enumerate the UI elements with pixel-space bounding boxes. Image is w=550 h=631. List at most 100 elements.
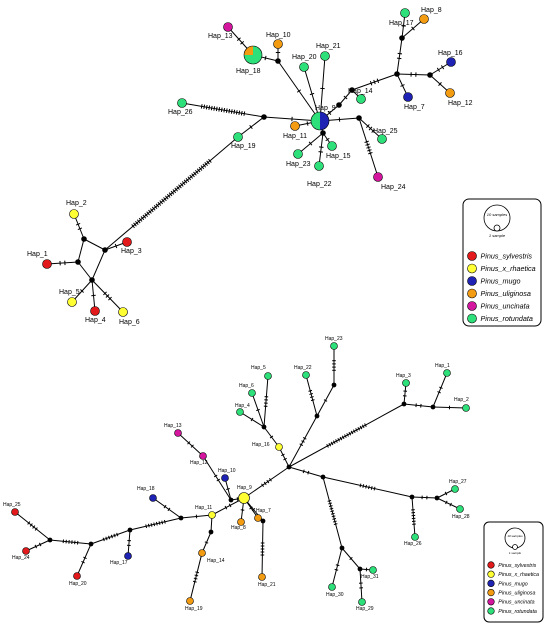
hap-label: Hap_6 bbox=[239, 383, 254, 389]
hap-label: Hap_13 bbox=[164, 423, 182, 429]
network-edge bbox=[288, 403, 405, 468]
mutation-tick bbox=[364, 423, 367, 427]
legend-label: Pinus_rotundata bbox=[481, 314, 533, 323]
mutation-tick bbox=[220, 107, 223, 113]
hap-node-hap-14-fill bbox=[198, 549, 206, 557]
mutation-tick bbox=[256, 408, 260, 412]
mutation-tick bbox=[151, 206, 156, 211]
network-edge bbox=[411, 496, 416, 538]
network-edge bbox=[181, 102, 265, 118]
hap-node-hap-24 bbox=[373, 172, 383, 182]
mutation-tick bbox=[365, 143, 370, 146]
mutation-tick bbox=[153, 205, 158, 210]
hap-label: Hap_2 bbox=[66, 200, 87, 207]
mutation-tick bbox=[34, 527, 38, 531]
hap-label: Hap_18 bbox=[236, 68, 261, 75]
mutation-tick bbox=[147, 523, 150, 528]
mutation-tick bbox=[325, 137, 330, 142]
mutation-tick bbox=[105, 536, 108, 541]
legend-label: Pinus_rotundata bbox=[498, 609, 537, 615]
network-edge bbox=[432, 372, 448, 408]
mutation-tick bbox=[327, 110, 332, 116]
hap-node-hap-22-fill bbox=[302, 371, 310, 379]
mutation-tick bbox=[27, 521, 31, 525]
mutation-tick bbox=[235, 110, 238, 115]
hap-node-hap-19 bbox=[233, 132, 243, 142]
hap-node-hap-30 bbox=[328, 583, 336, 591]
mutation-tick bbox=[365, 484, 367, 489]
mutation-tick bbox=[131, 224, 135, 229]
hap-node-hap-7 bbox=[403, 92, 413, 102]
mutation-tick bbox=[102, 537, 105, 542]
mutation-tick bbox=[371, 128, 376, 133]
median-vector bbox=[401, 401, 407, 407]
hap-node-hap-12 bbox=[445, 88, 455, 98]
mutation-tick bbox=[32, 525, 36, 529]
mutation-tick bbox=[439, 386, 443, 389]
mutation-tick bbox=[281, 453, 285, 457]
mutation-tick bbox=[161, 520, 164, 525]
network-edge bbox=[322, 476, 343, 549]
hap-node-hap-19 bbox=[186, 597, 194, 605]
mutation-tick bbox=[233, 109, 236, 115]
hap-label: Hap_18 bbox=[137, 486, 155, 492]
hap-label: Hap_20 bbox=[69, 581, 87, 587]
mutation-tick bbox=[299, 443, 304, 446]
legend-swatch bbox=[487, 579, 495, 588]
mutation-tick bbox=[228, 503, 232, 508]
mutation-tick bbox=[361, 424, 365, 429]
hap-label: Hap_4 bbox=[85, 317, 106, 324]
mutation-tick bbox=[187, 441, 191, 445]
mutation-tick bbox=[329, 507, 334, 510]
network-edge bbox=[127, 529, 131, 557]
mutation-tick bbox=[301, 440, 305, 443]
mutation-tick bbox=[330, 510, 335, 513]
network-edge bbox=[396, 37, 403, 75]
network-edge bbox=[436, 497, 461, 510]
network-edge bbox=[25, 539, 51, 552]
mutation-tick bbox=[200, 165, 205, 170]
mutation-tick bbox=[213, 474, 218, 478]
hap-node-hap-23 bbox=[330, 342, 338, 350]
mutation-tick bbox=[38, 542, 42, 547]
hap-node-hap-28-fill bbox=[456, 505, 464, 513]
hap-label: Hap_22 bbox=[294, 365, 312, 371]
hap-node-hap-14 bbox=[198, 549, 206, 557]
hap-node-hap-11-fill bbox=[208, 511, 216, 519]
mutation-tick bbox=[243, 111, 246, 116]
mutation-tick bbox=[263, 481, 267, 486]
mutation-tick bbox=[323, 399, 328, 402]
hap-label: Hap_19 bbox=[185, 606, 203, 612]
hap-node-hap-15 bbox=[327, 141, 337, 151]
mutation-tick bbox=[159, 200, 164, 205]
hap-node-hap-7-fill bbox=[403, 92, 413, 102]
median-vector bbox=[434, 495, 440, 501]
network-edge bbox=[288, 466, 324, 478]
median-vector bbox=[320, 474, 326, 480]
network-edge bbox=[129, 517, 182, 531]
hap-label: Hap_14 bbox=[207, 558, 225, 564]
legend-swatch bbox=[467, 251, 477, 261]
mutation-tick bbox=[230, 109, 233, 114]
hap-label: Hap_16 bbox=[252, 442, 270, 448]
median-vector bbox=[286, 464, 292, 470]
mutation-tick bbox=[341, 435, 345, 440]
mutation-tick bbox=[218, 107, 221, 112]
network-edge bbox=[263, 375, 269, 428]
mutation-tick bbox=[328, 502, 332, 505]
network-edge bbox=[77, 261, 93, 281]
top-legend-scale-small-label: 1 sample bbox=[489, 233, 506, 238]
mutation-tick bbox=[191, 173, 195, 178]
hap-node-hap-21 bbox=[320, 51, 330, 61]
mutation-tick bbox=[333, 523, 338, 526]
mutation-tick bbox=[105, 294, 110, 298]
hap-node-hap-18-fill bbox=[149, 494, 157, 502]
hap-node-hap-30-fill bbox=[328, 583, 336, 591]
mutation-tick bbox=[75, 222, 81, 226]
hap-node-hap-1-fill bbox=[42, 259, 52, 269]
hap-label: Hap_10 bbox=[266, 32, 291, 39]
legend-swatch bbox=[467, 263, 477, 274]
mutation-tick bbox=[308, 141, 313, 146]
mutation-tick bbox=[444, 491, 448, 496]
hap-node-hap-21-fill bbox=[258, 573, 266, 581]
